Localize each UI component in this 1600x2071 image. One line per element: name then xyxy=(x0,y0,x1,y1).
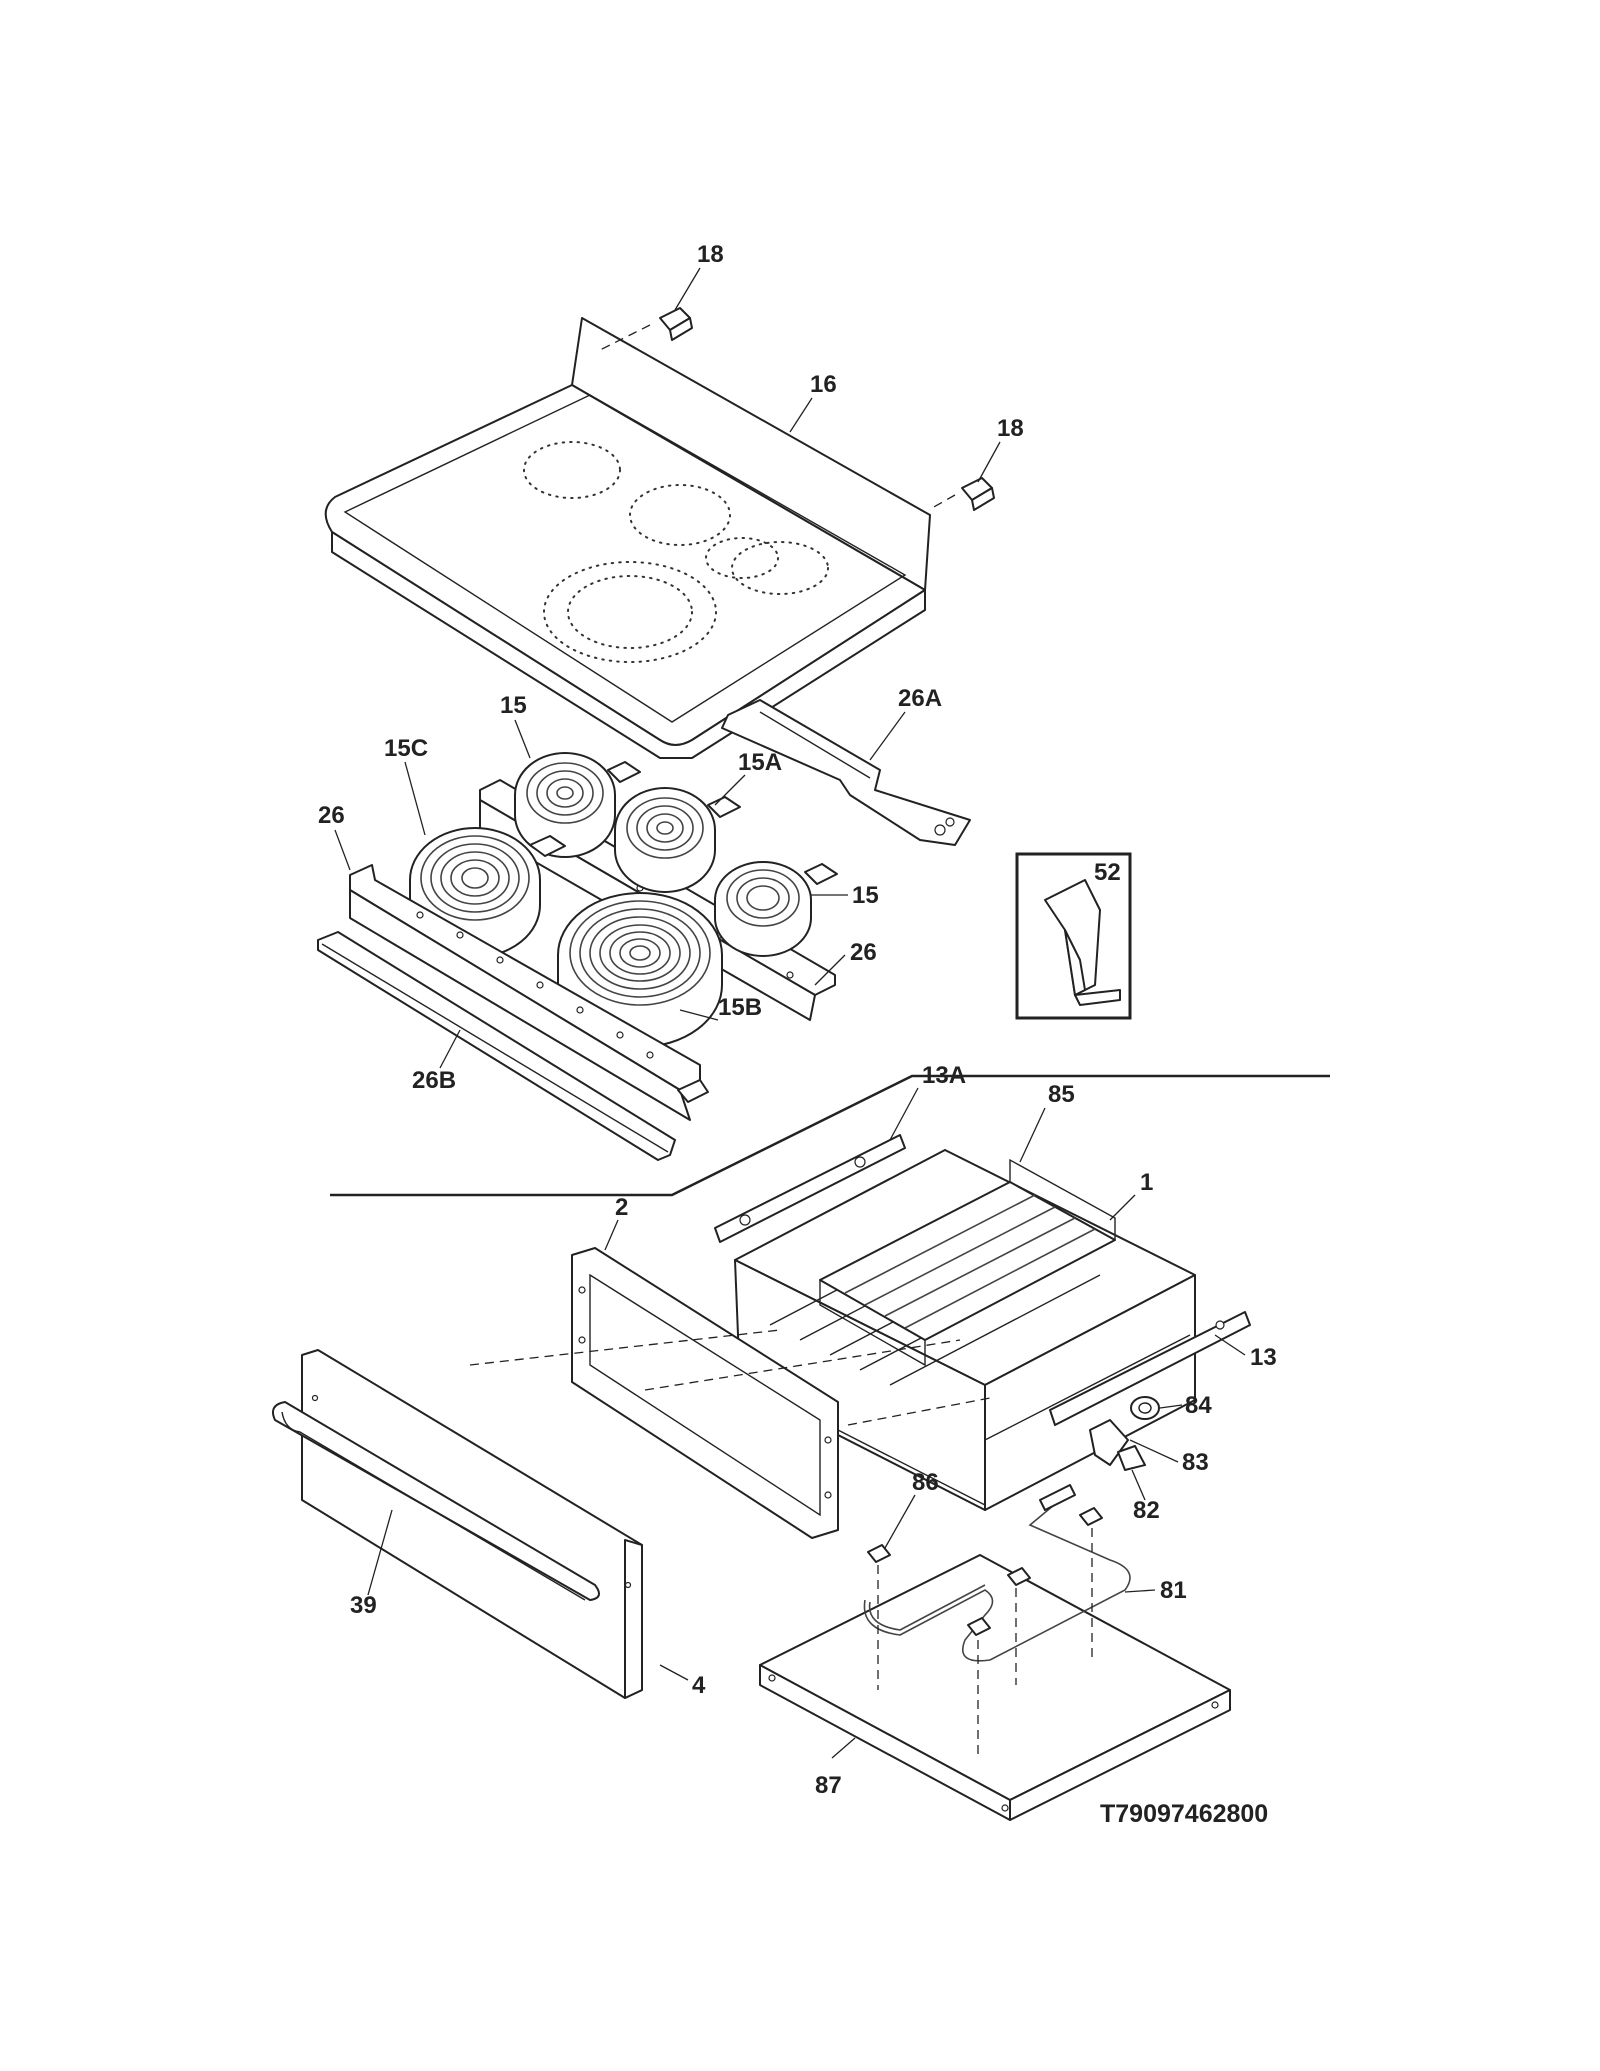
part-82 xyxy=(1117,1445,1146,1471)
drawer-handle-part-39 xyxy=(272,1401,600,1601)
leader-lines xyxy=(334,267,1246,1759)
drawer-slide-part-13A xyxy=(714,1134,906,1243)
part-label-52: 52 xyxy=(1094,859,1121,886)
part-label-26-right: 26 xyxy=(850,939,877,966)
part-label-15-top: 15 xyxy=(500,692,527,719)
part-label-84: 84 xyxy=(1185,1392,1212,1419)
part-label-26B: 26B xyxy=(412,1067,456,1094)
part-label-82: 82 xyxy=(1133,1497,1160,1524)
part-label-81: 81 xyxy=(1160,1577,1187,1604)
part-label-86: 86 xyxy=(912,1469,939,1496)
part-label-26-left: 26 xyxy=(318,802,345,829)
part-labels: 18 16 18 15 26A 15C 15A 26 52 15 26 15B … xyxy=(318,241,1277,1828)
part-84 xyxy=(1130,1396,1160,1420)
part-label-83: 83 xyxy=(1182,1449,1209,1476)
burner-rail-front xyxy=(349,864,709,1121)
section-divider xyxy=(330,1074,1330,1197)
part-label-4: 4 xyxy=(692,1672,706,1699)
part-label-15A: 15A xyxy=(738,749,782,776)
part-label-87: 87 xyxy=(815,1772,842,1799)
part-label-16: 16 xyxy=(810,371,837,398)
part-label-85: 85 xyxy=(1048,1081,1075,1108)
part-52-callout-box xyxy=(1015,852,1132,1020)
drawer-frame-part-2 xyxy=(571,1247,839,1539)
part-label-13: 13 xyxy=(1250,1344,1277,1371)
alignment-line xyxy=(847,1397,991,1426)
clip-part-18-left xyxy=(599,307,693,351)
alignment-line xyxy=(469,1329,781,1366)
part-label-15C: 15C xyxy=(384,735,428,762)
clip-part-86 xyxy=(867,1507,1103,1636)
bake-element-part-81 xyxy=(863,1484,1131,1662)
part-label-18-right: 18 xyxy=(997,415,1024,442)
drawer-rack-part-85 xyxy=(819,1158,1116,1367)
part-label-15-right: 15 xyxy=(852,882,879,909)
part-label-39: 39 xyxy=(350,1592,377,1619)
drawer-slide-part-13 xyxy=(1049,1311,1251,1426)
part-label-2: 2 xyxy=(615,1194,628,1221)
part-label-1: 1 xyxy=(1140,1169,1153,1196)
part-label-26A: 26A xyxy=(898,685,942,712)
burner-part-15-right xyxy=(714,861,838,957)
part-label-18-left: 18 xyxy=(697,241,724,268)
drawing-code: T79097462800 xyxy=(1100,1800,1268,1828)
burner-part-15A xyxy=(614,787,741,893)
clip-part-18-right xyxy=(931,477,995,511)
part-label-13A: 13A xyxy=(922,1062,966,1089)
bracket-part-26A xyxy=(721,699,971,846)
alignment-line xyxy=(644,1339,961,1391)
trim-strip-part-26B xyxy=(317,931,676,1161)
part-label-15B: 15B xyxy=(718,994,762,1021)
cooktop-glass-part-16 xyxy=(324,317,931,759)
